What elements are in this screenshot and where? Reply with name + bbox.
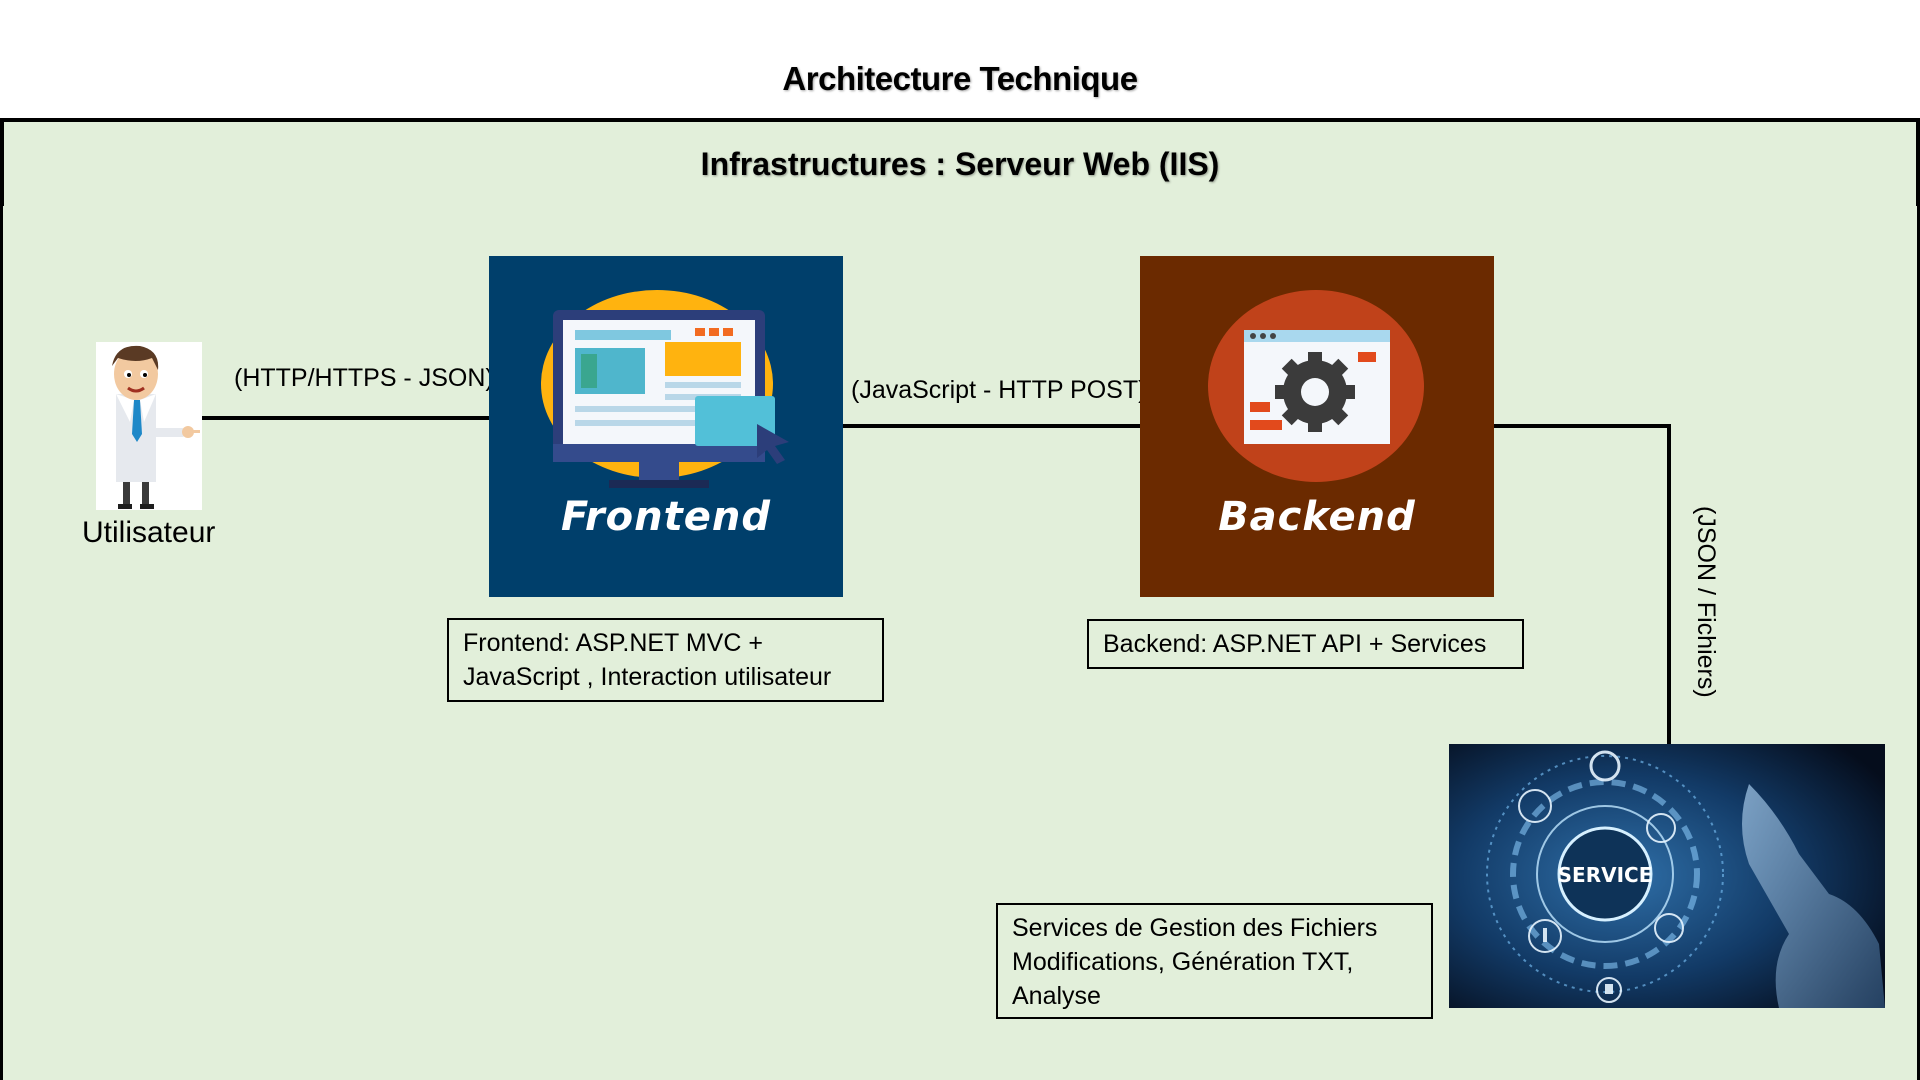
page-title: Architecture Technique [782, 60, 1138, 97]
service-hub-icon: SERVICE [1449, 744, 1885, 1008]
connector-frontend-backend [843, 424, 1140, 428]
infrastructure-label: Infrastructures : Serveur Web (IIS) [700, 145, 1220, 182]
connector-backend-services-v [1667, 424, 1671, 746]
frontend-description-line: Frontend: ASP.NET MVC + [463, 629, 763, 657]
frontend-tile: Frontend [489, 256, 843, 597]
connector-backend-services-h [1494, 424, 1671, 428]
backend-tile-label: Backend [1218, 494, 1416, 540]
backend-description-box: Backend: ASP.NET API + Services [1087, 619, 1524, 669]
service-image-text: SERVICE [1558, 863, 1653, 887]
frontend-description-line: JavaScript , Interaction utilisateur [463, 663, 832, 691]
connection-label-frontend-backend: (JavaScript - HTTP POST) [851, 376, 1147, 404]
services-description-line: Services de Gestion des Fichiers [1012, 914, 1378, 942]
frontend-description-box: Frontend: ASP.NET MVC + JavaScript , Int… [447, 618, 884, 702]
services-description-box: Services de Gestion des Fichiers Modific… [996, 903, 1433, 1019]
backend-description-line: Backend: ASP.NET API + Services [1103, 630, 1487, 658]
user-label: Utilisateur [82, 516, 216, 549]
services-description-line: Modifications, Génération TXT, [1012, 948, 1354, 976]
connection-label-user-frontend: (HTTP/HTTPS - JSON) [234, 364, 494, 392]
browser-gear-icon [1208, 290, 1424, 482]
infrastructure-header: Infrastructures : Serveur Web (IIS) [0, 118, 1920, 210]
backend-tile: Backend [1140, 256, 1494, 597]
businessman-pointing-icon [96, 342, 202, 510]
frontend-tile-label: Frontend [561, 494, 771, 540]
services-description-line: Analyse [1012, 982, 1101, 1010]
connection-label-backend-services: (JSON / Fichiers) [1692, 506, 1720, 698]
desktop-monitor-icon [541, 290, 789, 488]
connector-user-frontend [202, 416, 489, 420]
